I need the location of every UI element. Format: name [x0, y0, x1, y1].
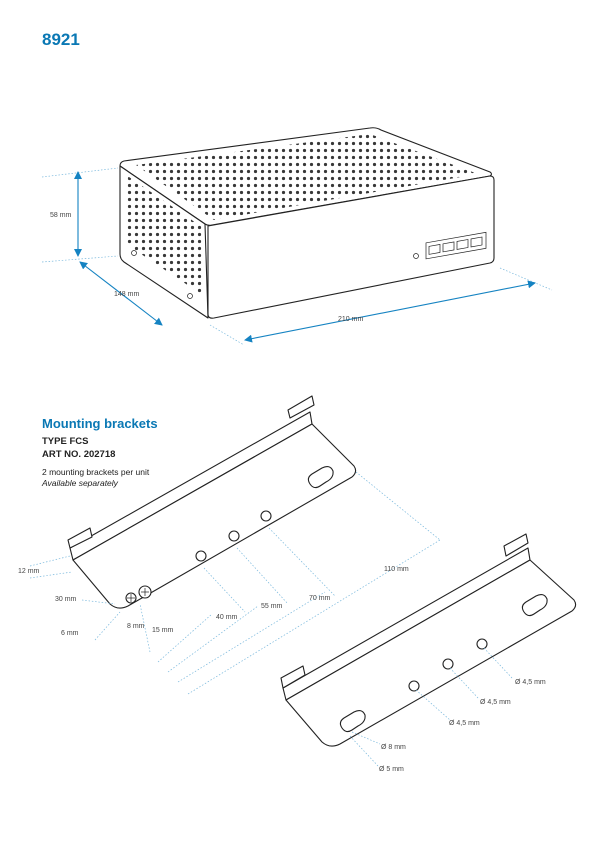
bracket-right-tab	[503, 533, 529, 557]
extension-line	[94, 611, 121, 641]
dimension-label-15: 15 mm	[152, 627, 174, 634]
extension-line	[236, 547, 289, 605]
extension-line	[268, 527, 336, 597]
bracket-left-tab	[287, 395, 315, 419]
dimension-label-40: 40 mm	[216, 614, 238, 621]
hole-label-1: Ø 4,5 mm	[515, 679, 546, 686]
height-dimension-label: 58 mm	[50, 212, 72, 219]
extension-line	[167, 605, 259, 673]
bracket-left-hole	[228, 530, 240, 542]
width-dimension-label: 210 mm	[338, 316, 363, 323]
leader-line	[449, 667, 479, 699]
bracket-right-keyhole-slot	[339, 709, 366, 733]
extension-line	[209, 324, 245, 346]
dimension-label-12: 12 mm	[18, 568, 40, 575]
dimension-label-8: 8 mm	[127, 623, 145, 630]
leader-line	[415, 689, 451, 721]
bracket-left-plate	[72, 423, 357, 609]
bracket-left-hole	[260, 510, 272, 522]
extension-line	[139, 603, 151, 653]
slot-inner-label: Ø 5 mm	[379, 766, 404, 773]
dimension-label-70: 70 mm	[309, 595, 331, 602]
extension-line	[499, 267, 553, 291]
leader-line	[351, 731, 381, 745]
extension-line	[203, 567, 246, 613]
dimension-label-6: 6 mm	[61, 630, 79, 637]
enclosure-top-perforation	[136, 134, 478, 220]
hole-label-3: Ø 4,5 mm	[449, 720, 480, 727]
leader-line	[349, 735, 379, 767]
connector-block	[425, 231, 487, 260]
leader-line	[483, 647, 513, 679]
section-title: Mounting brackets	[42, 416, 158, 431]
bracket-right-hole	[408, 680, 420, 692]
product-number: 8921	[42, 30, 80, 49]
availability-note: Available separately	[42, 478, 118, 488]
dimension-label-30: 30 mm	[55, 596, 77, 603]
width-dimension-arrow	[244, 280, 536, 343]
slot-outer-label: Ø 8 mm	[381, 744, 406, 751]
hole-label-2: Ø 4,5 mm	[480, 699, 511, 706]
article-number: ART NO. 202718	[42, 449, 116, 460]
bracket-right-keyhole-slot	[521, 593, 548, 617]
bracket-right-hole	[476, 638, 488, 650]
bracket-right-plate	[285, 559, 577, 747]
bracket-left-tab	[67, 527, 93, 549]
led-indicator-icon	[413, 253, 419, 259]
screw-icon	[187, 293, 193, 299]
extension-line	[41, 255, 119, 263]
extension-line	[29, 555, 71, 567]
dimension-label-55: 55 mm	[261, 603, 283, 610]
depth-dimension-arrow	[79, 261, 163, 326]
bracket-quantity-note: 2 mounting brackets per unit	[42, 467, 150, 477]
bracket-left-drawing	[67, 395, 357, 609]
extension-line	[81, 599, 116, 605]
bracket-left-hole	[195, 550, 207, 562]
dimension-label-110: 110 mm	[384, 566, 409, 573]
extension-line	[177, 591, 326, 683]
bracket-right-tab	[280, 665, 306, 689]
enclosure-left-perforation	[126, 175, 204, 296]
bracket-right-hole	[442, 658, 454, 670]
screw-icon	[131, 250, 137, 256]
extension-line	[29, 571, 73, 579]
extension-line	[41, 167, 119, 178]
bracket-type: TYPE FCS	[42, 436, 89, 447]
bracket-right-drawing	[280, 533, 577, 747]
enclosure-drawing	[119, 127, 495, 319]
bracket-left-keyhole-slot	[307, 465, 334, 489]
extension-line	[157, 613, 213, 663]
extension-line	[355, 471, 441, 541]
depth-dimension-label: 148 mm	[114, 291, 139, 298]
